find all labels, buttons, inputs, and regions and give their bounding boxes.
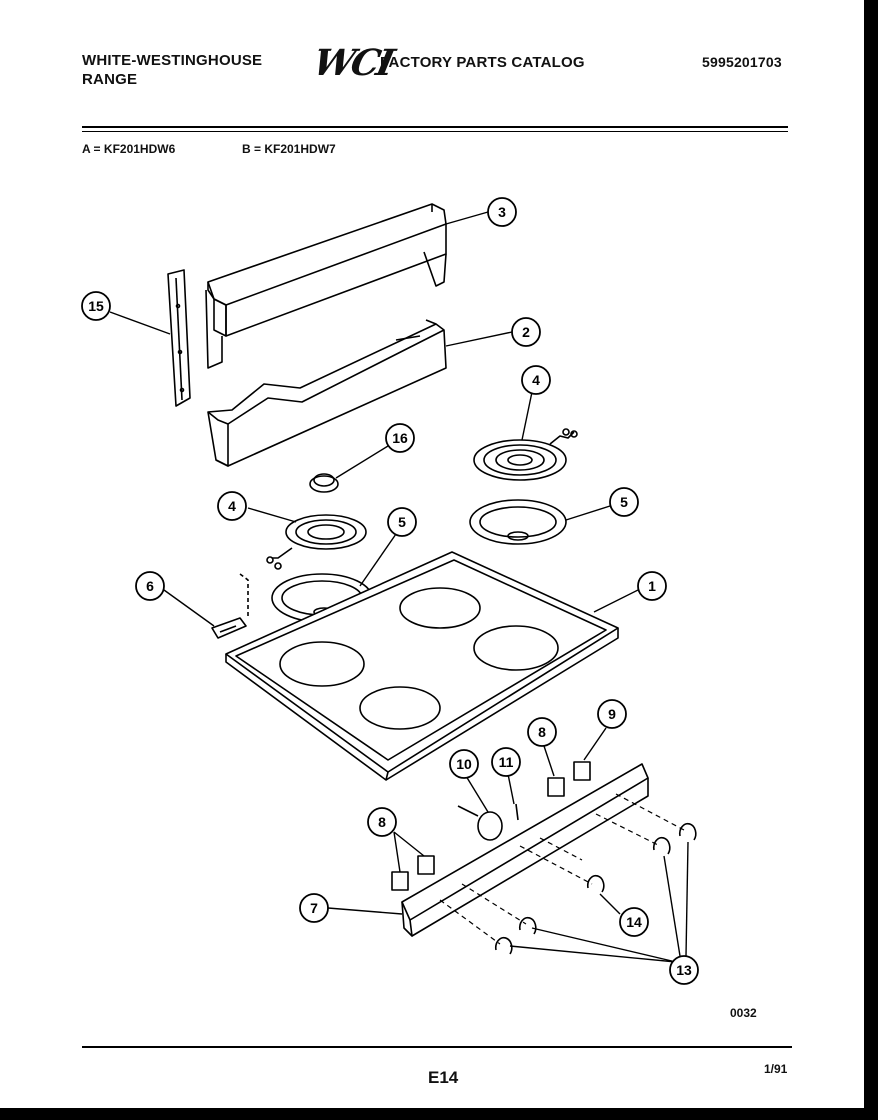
callout-3: 3 [498,204,506,220]
end-trim [167,269,191,407]
drawing-code: 0032 [730,1006,757,1020]
callout-2: 2 [522,324,530,340]
brand-line-2: RANGE [82,71,138,88]
callout-11: 11 [499,754,514,770]
cooktop-main [225,551,619,781]
catalog-title: FACTORY PARTS CATALOG [380,54,585,71]
callout-5-right: 5 [620,494,628,510]
callout-7: 7 [310,900,318,916]
page-number: E14 [428,1068,459,1087]
callout-16: 16 [392,430,408,446]
callout-13: 13 [676,962,692,978]
callout-6: 6 [146,578,154,594]
drip-bowl-right [469,499,567,545]
callout-1: 1 [648,578,656,594]
catalog-number: 5995201703 [702,54,782,70]
brand-line-1: WHITE-WESTINGHOUSE [82,52,263,69]
callout-8-left: 8 [378,814,386,830]
header-rule-thin [82,131,788,132]
callout-15: 15 [88,298,104,314]
callout-4-right: 4 [532,372,540,388]
callout-4-left: 4 [228,498,236,514]
backguard-lower [207,319,447,467]
callout-8-right: 8 [538,724,546,740]
callout-5-left: 5 [398,514,406,530]
element-receptacle [211,573,249,639]
control-panel [401,763,649,937]
coil-element-right [473,428,578,481]
callout-10: 10 [456,756,472,772]
model-b: B = KF201HDW7 [242,142,336,156]
catalog-date: 1/91 [764,1062,788,1076]
model-a: A = KF201HDW6 [82,142,176,156]
callout-9: 9 [608,706,616,722]
footer-rule [82,1046,792,1048]
header-rule [82,126,788,128]
coil-element-left [266,514,367,570]
callout-14: 14 [626,914,642,930]
